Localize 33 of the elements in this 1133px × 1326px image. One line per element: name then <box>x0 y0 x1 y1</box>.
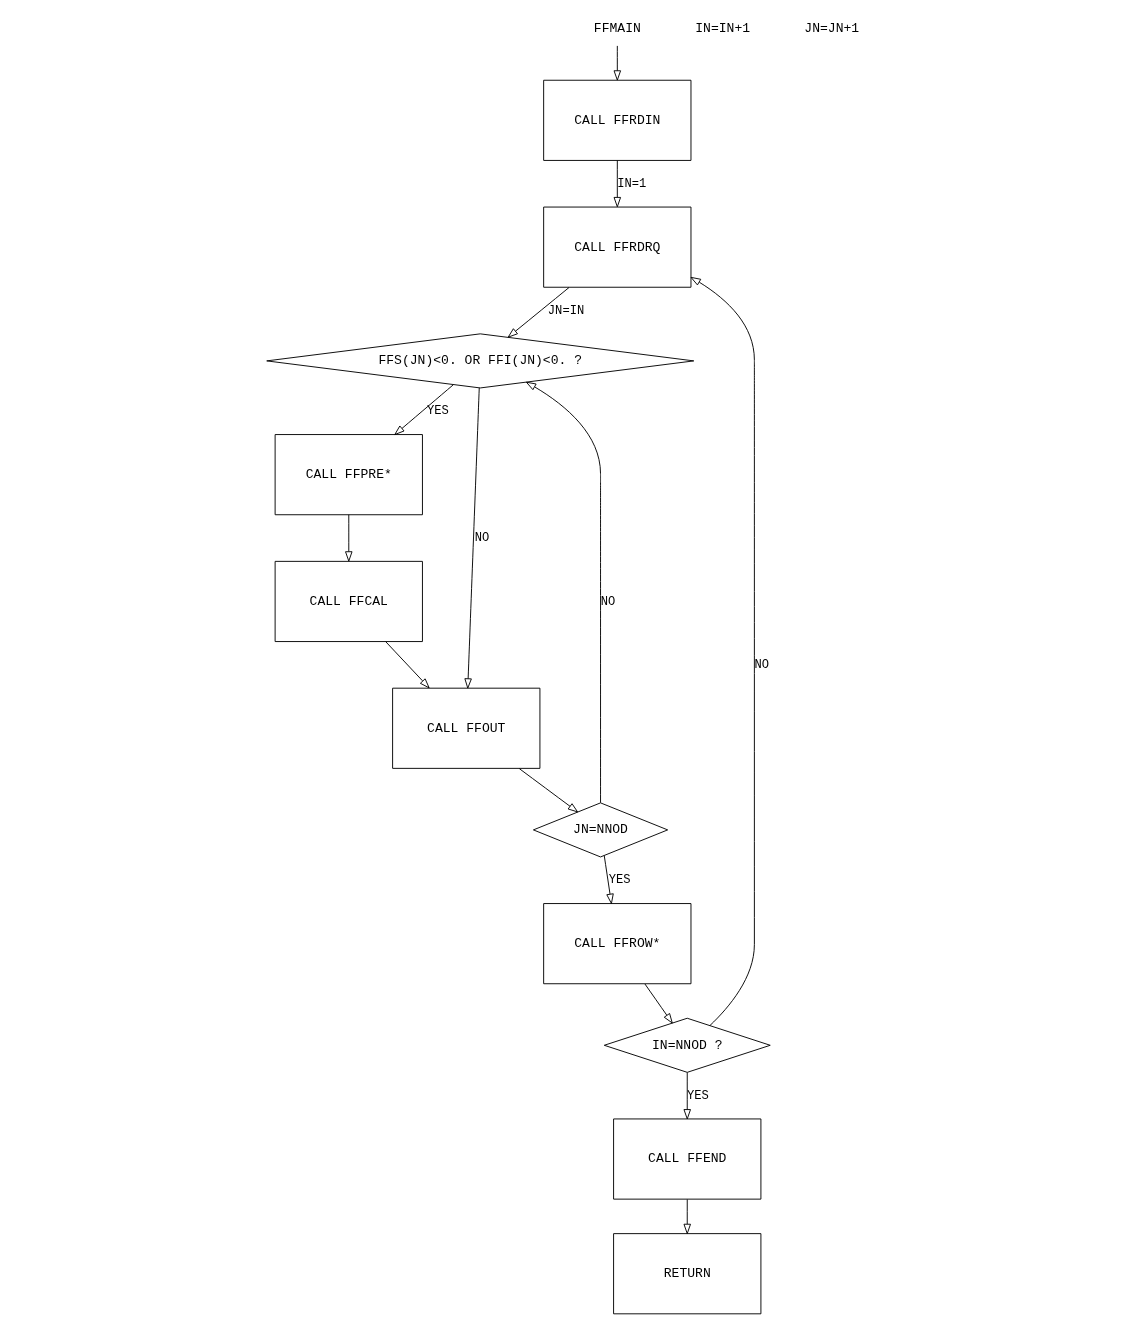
node-box: CALL FFEND <box>613 1118 762 1200</box>
edge-label: YES <box>426 404 449 419</box>
node-box: CALL FFCAL <box>274 560 423 642</box>
edge-label: YES <box>608 873 631 888</box>
arrow <box>394 384 454 435</box>
edge-label: IN=1 <box>617 176 647 191</box>
node-box: CALL FFROW* <box>543 903 692 985</box>
edge-label: NO <box>600 594 616 609</box>
edge-label: JN=IN <box>547 303 585 318</box>
arrow <box>525 381 601 804</box>
node-box: CALL FFOUT <box>392 687 541 769</box>
node-diamond: IN=NNOD ? <box>603 1017 771 1073</box>
arrow <box>613 45 622 81</box>
arrow <box>613 160 622 208</box>
label: JN=JN+1 <box>804 21 860 37</box>
label: IN=IN+1 <box>695 21 751 37</box>
arrow <box>518 768 579 813</box>
edge-label: NO <box>754 658 770 673</box>
arrow <box>690 276 755 1026</box>
node-box: CALL FFRDIN <box>543 79 692 161</box>
arrow <box>385 641 430 689</box>
node-text: FFMAIN <box>593 21 641 37</box>
arrow <box>644 983 673 1024</box>
node-box: RETURN <box>613 1233 762 1315</box>
arrow <box>345 514 353 562</box>
arrow <box>683 1198 691 1234</box>
arrow <box>507 287 570 338</box>
node-box: CALL FFPRE* <box>274 434 423 516</box>
arrow <box>603 855 614 904</box>
arrow <box>683 1072 691 1120</box>
arrow <box>464 387 480 689</box>
node-box: CALL FFRDRQ <box>543 206 692 288</box>
edge-label: NO <box>474 531 490 546</box>
